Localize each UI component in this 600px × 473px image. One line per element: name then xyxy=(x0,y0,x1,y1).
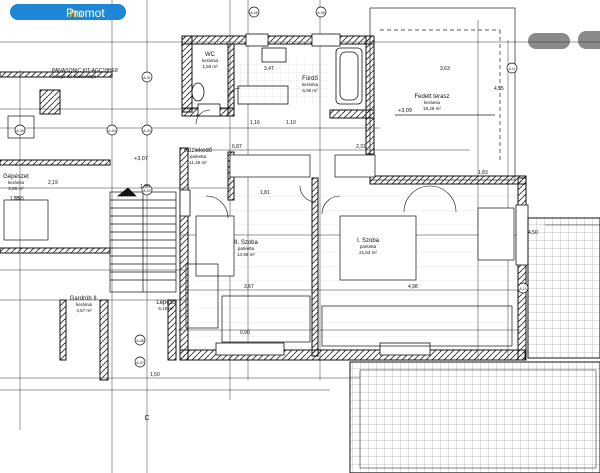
dimension-labels: 3,47 3,63 4,55 6,87 2,31 1,81 4,98 1,16 … xyxy=(10,66,538,378)
svg-text:A-07: A-07 xyxy=(136,361,143,365)
garden-terrace xyxy=(349,217,600,473)
svg-text:A-04: A-04 xyxy=(108,129,115,133)
svg-text:Fürdő: Fürdő xyxy=(302,76,318,82)
axis-labels: A-05 A-06 A-01 A-03 A-04 A-02 A-09 A-08 … xyxy=(16,11,526,422)
svg-text:A-08: A-08 xyxy=(136,339,143,343)
svg-text:parketta: parketta xyxy=(190,154,207,159)
svg-text:A-09: A-09 xyxy=(16,129,23,133)
room-label-room1: I. Szoba parketta 21,63 m² xyxy=(357,238,380,255)
svg-text:C: C xyxy=(144,415,149,422)
svg-text:4,57 m²: 4,57 m² xyxy=(76,308,92,313)
svg-text:A-02: A-02 xyxy=(143,189,150,193)
svg-text:2,55: 2,55 xyxy=(14,196,24,202)
svg-text:Gardrób II.: Gardrób II. xyxy=(70,296,99,302)
watermark-brand: Promot xyxy=(66,6,105,20)
svg-text:1,50: 1,50 xyxy=(150,372,160,378)
svg-text:0,90: 0,90 xyxy=(240,330,250,336)
svg-text:15,28 m²: 15,28 m² xyxy=(423,106,441,111)
svg-text:3,67: 3,67 xyxy=(244,284,254,290)
room-label-stair: Lépcső 6,19 m² xyxy=(156,300,176,311)
svg-text:6,87: 6,87 xyxy=(232,144,242,150)
svg-text:1,58 m²: 1,58 m² xyxy=(202,64,218,69)
svg-text:5,88 m²: 5,88 m² xyxy=(8,186,24,191)
svg-text:14,96 m²: 14,96 m² xyxy=(237,252,255,257)
bath-fixtures xyxy=(191,47,363,105)
svg-text:1,90: 1,90 xyxy=(140,184,150,190)
svg-text:A-11: A-11 xyxy=(508,67,515,71)
promot-watermark: Promot.hu xyxy=(10,4,126,20)
svg-text:II. Szoba: II. Szoba xyxy=(234,240,258,246)
site-elements xyxy=(528,31,600,49)
svg-text:Gépészet: Gépészet xyxy=(3,174,29,180)
svg-text:6,19 m²: 6,19 m² xyxy=(158,306,174,311)
room-label-wc: WC kerámia 1,58 m² xyxy=(202,52,219,69)
axis-markers xyxy=(14,6,529,368)
svg-text:Lépcső: Lépcső xyxy=(156,300,176,306)
furniture xyxy=(3,115,515,347)
svg-text:A-01: A-01 xyxy=(143,76,150,80)
svg-text:3,47: 3,47 xyxy=(264,66,274,72)
walls xyxy=(0,35,527,381)
svg-text:parketta: parketta xyxy=(360,244,377,249)
annotations: PANASONIC KIT-AGC18HE8 levegő-víz hősziv… xyxy=(52,68,412,162)
svg-text:2,19: 2,19 xyxy=(48,180,58,186)
room-label-boiler: Gépészet kerámia 5,88 m² xyxy=(3,174,29,191)
svg-text:Fedett terasz: Fedett terasz xyxy=(414,94,449,100)
room-label-hall: Közlekedő parketta 11,46 m² xyxy=(184,148,213,165)
svg-text:2,31: 2,31 xyxy=(356,144,366,150)
svg-text:1,16: 1,16 xyxy=(250,120,260,126)
svg-text:11,46 m²: 11,46 m² xyxy=(189,160,207,165)
svg-text:kerámia: kerámia xyxy=(302,82,319,87)
svg-text:A-05: A-05 xyxy=(250,11,257,15)
room-label-terrace: Fedett terasz kerámia 15,28 m² xyxy=(414,94,449,111)
svg-text:1,83: 1,83 xyxy=(478,170,488,176)
svg-text:6,06 m²: 6,06 m² xyxy=(302,88,318,93)
svg-text:A-03: A-03 xyxy=(143,129,150,133)
svg-text:4,55: 4,55 xyxy=(494,86,504,92)
svg-text:+3,09: +3,09 xyxy=(398,108,412,114)
svg-text:PANASONIC KIT-AGC18HE8: PANASONIC KIT-AGC18HE8 xyxy=(52,68,118,74)
svg-text:1,81: 1,81 xyxy=(260,190,270,196)
room-labels: WC kerámia 1,58 m² Fürdő kerámia 6,06 m²… xyxy=(3,52,449,313)
svg-text:+3,07: +3,07 xyxy=(134,156,148,162)
svg-text:4,98: 4,98 xyxy=(408,284,418,290)
svg-text:Közlekedő: Közlekedő xyxy=(184,148,213,154)
svg-text:parketta: parketta xyxy=(238,246,255,251)
svg-text:4,50: 4,50 xyxy=(528,230,538,236)
svg-text:I. Szoba: I. Szoba xyxy=(357,238,380,244)
svg-text:1,55: 1,55 xyxy=(10,196,20,202)
svg-text:levegő-víz hőszivattyú: levegő-víz hőszivattyú xyxy=(52,74,97,79)
svg-text:A-06: A-06 xyxy=(317,11,324,15)
svg-text:21,63 m²: 21,63 m² xyxy=(359,250,377,255)
svg-text:kerámia: kerámia xyxy=(76,302,93,307)
room-label-room2: II. Szoba parketta 14,96 m² xyxy=(234,240,258,257)
svg-text:WC: WC xyxy=(205,52,216,58)
svg-text:A-10: A-10 xyxy=(519,287,526,291)
watermark-tld: .hu xyxy=(66,6,83,20)
door-swings xyxy=(195,87,457,219)
svg-text:3,63: 3,63 xyxy=(440,66,450,72)
svg-text:kerámia: kerámia xyxy=(202,58,219,63)
room-label-bath: Fürdő kerámia 6,06 m² xyxy=(302,76,319,93)
svg-text:kerámia: kerámia xyxy=(8,180,25,185)
svg-text:1,10: 1,10 xyxy=(286,120,296,126)
room-label-wardrobe: Gardrób II. kerámia 4,57 m² xyxy=(70,296,99,313)
svg-text:kerámia: kerámia xyxy=(424,100,441,105)
